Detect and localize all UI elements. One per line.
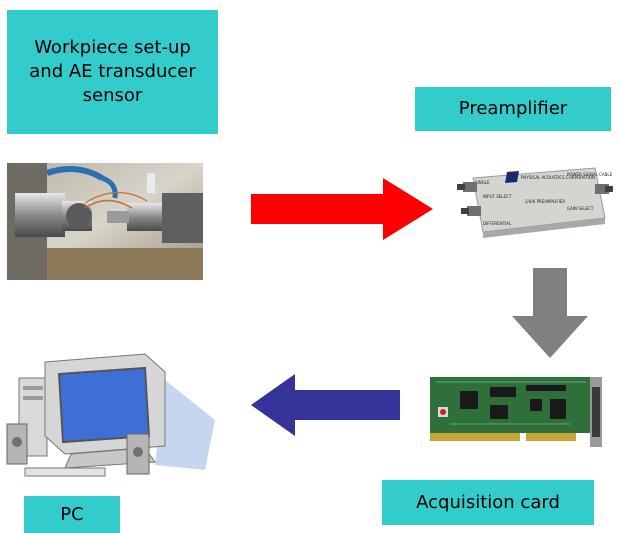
acquisition-card-label-box: Acquisition card [382,480,594,525]
arrow-down-gray [512,268,588,358]
preamp-right-top-text: POWER SIGNAL CABLE [567,172,613,177]
pc-label: PC [60,503,84,525]
preamp-left-bottom-text: DIFFERENTIAL [483,221,512,226]
arrow-left-blue [251,374,400,436]
workpiece-label: Workpiece set-up and AE transducer senso… [29,37,196,106]
arrow-right-red [251,178,433,240]
workpiece-setup-photo [7,163,203,280]
preamp-right-mid-text: GAIN SELECT [567,206,594,211]
preamplifier-device-image: PHYSICAL ACOUSTICS CORPORATION 2/4/6 PRE… [457,167,613,238]
preamp-left-top-text: SINGLE [475,180,490,185]
pc-computer-image [6,353,215,477]
preamp-brand-text: PHYSICAL ACOUSTICS CORPORATION [521,175,595,180]
preamp-model-text: 2/4/6 PREAMPLIFIER [525,199,565,204]
preamplifier-label-box: Preamplifier [415,87,611,131]
preamplifier-label: Preamplifier [458,98,568,119]
preamp-left-mid-text: INPUT SELECT [483,194,512,199]
workpiece-label-box: Workpiece set-up and AE transducer senso… [7,10,218,134]
acquisition-card-image [430,377,602,447]
acquisition-card-label: Acquisition card [416,491,560,513]
pc-label-box: PC [24,496,120,533]
